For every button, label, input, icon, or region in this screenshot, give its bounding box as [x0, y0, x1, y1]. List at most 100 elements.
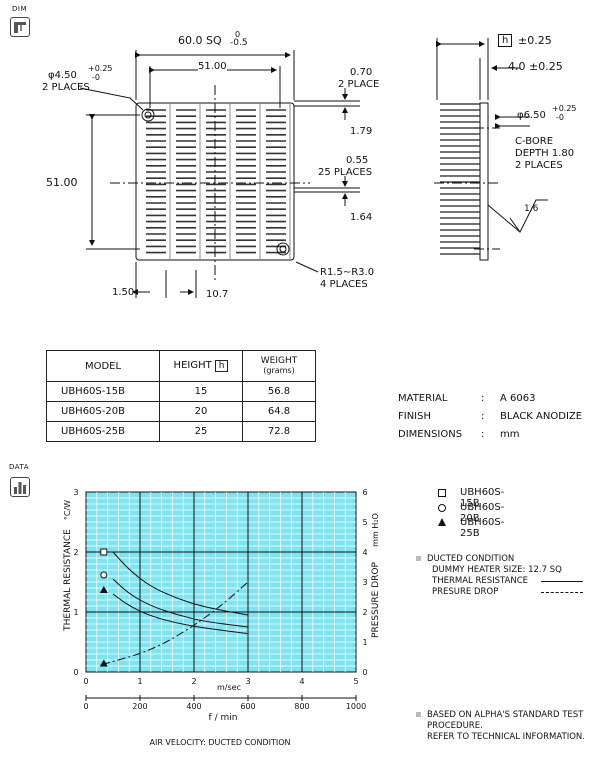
h-box: h: [498, 34, 513, 47]
cbore-tol-lower: -0: [556, 113, 564, 122]
h-tol: ±0.25: [518, 34, 552, 47]
hole-dia: φ4.50: [48, 70, 77, 81]
cell-weight: 56.8: [242, 381, 316, 402]
cbore-line3: 2 PLACES: [515, 160, 563, 171]
overall-tol-lower: -0.5: [230, 38, 248, 48]
x2-tick-label: 600: [240, 702, 255, 711]
x-axis-label: m/sec: [217, 683, 241, 692]
y2-tick-label: 4: [362, 548, 367, 557]
heatsink-drawing: [79, 38, 548, 298]
y2-tick-label: 3: [362, 578, 367, 587]
heater-size: DUMMY HEATER SIZE: 12.7 SQ: [432, 565, 562, 575]
series-line: [112, 551, 249, 616]
finish-label: FINISH: [398, 411, 431, 422]
colon: :: [481, 393, 485, 404]
series-line: [112, 578, 249, 628]
dim-107: 10.7: [206, 289, 229, 300]
x2-tick-label: 0: [83, 702, 88, 711]
note-block: BASED ON ALPHA'S STANDARD TEST PROCEDURE…: [416, 710, 585, 743]
x2-tick-label: 200: [132, 702, 147, 711]
pressure-label: PRESURE DROP: [432, 587, 499, 597]
cell-weight: 72.8: [242, 421, 316, 442]
radius-qty: 4 PLACES: [320, 279, 368, 290]
condition-block: DUCTED CONDITION DUMMY HEATER SIZE: 12.7…: [416, 554, 583, 598]
dashed-line-icon: [541, 592, 583, 593]
hole-qty: 2 PLACES: [42, 82, 90, 93]
x2-axis-label: f / min: [209, 713, 238, 723]
chart-footer: AIR VELOCITY: DUCTED CONDITION: [150, 738, 291, 747]
cbore-tol-upper: +0.25: [552, 104, 577, 113]
y2-tick-label: 6: [362, 488, 367, 497]
dim-070-qty: 2 PLACE: [338, 79, 380, 90]
y2-tick-label: 2: [362, 608, 367, 617]
circle-marker: [100, 571, 108, 579]
dim-150: 1.50: [112, 287, 135, 298]
bullet-icon: [416, 556, 421, 561]
cbore-dia: φ6.50: [517, 110, 546, 121]
mount-hole: [141, 108, 155, 122]
note-line: PROCEDURE.: [427, 721, 483, 731]
y2-axis-label: PRESSURE DROP: [371, 561, 381, 637]
x-tick-label: 1: [137, 677, 142, 686]
x2-tick-label: 1000: [346, 702, 366, 711]
side-fins: [440, 103, 480, 255]
dim-badge-label: DIM: [12, 5, 27, 13]
y-axis-label: THERMAL RESISTANCE: [63, 529, 73, 632]
dim-179: 1.79: [350, 126, 373, 137]
dim-055-qty: 25 PLACES: [318, 167, 373, 178]
cbore-line2: DEPTH 1.80: [515, 148, 575, 159]
circle-marker-icon: [438, 504, 446, 512]
colon: :: [481, 411, 485, 422]
y2-tick-label: 1: [362, 638, 367, 647]
x-tick-label: 2: [191, 677, 196, 686]
note-line: BASED ON ALPHA'S STANDARD TEST: [427, 710, 584, 720]
table-row: UBH60S-25B 25 72.8: [46, 421, 316, 442]
square-marker: [100, 548, 108, 556]
x-tick-label: 4: [299, 677, 304, 686]
y2-axis-unit: mm H₂O: [371, 513, 380, 547]
material-value: A 6063: [500, 393, 536, 404]
dimensions-value: mm: [500, 429, 520, 440]
legend-label: UBH60S-20B: [460, 502, 505, 524]
cell-model: UBH60S-20B: [46, 401, 160, 422]
overall-size: 60.0 SQ: [178, 34, 222, 47]
header-weight: WEIGHT(grams): [242, 350, 316, 382]
hole-tol-upper: +0.25: [88, 64, 113, 73]
dim-40: 4.0 ±0.25: [508, 60, 563, 73]
cell-height: 15: [159, 381, 243, 402]
y-axis-unit: °C/W: [63, 500, 72, 520]
finish-value: BLACK ANODIZE: [500, 411, 583, 422]
radius-dim: R1.5∼R3.0: [320, 267, 375, 278]
table-row: UBH60S-15B 15 56.8: [46, 381, 316, 402]
y2-tick-label: 5: [362, 518, 367, 527]
table-row: UBH60S-20B 20 64.8: [46, 401, 316, 422]
material-label: MATERIAL: [398, 393, 448, 404]
y-tick-label: 2: [73, 548, 78, 557]
note-line: REFER TO TECHNICAL INFORMATION.: [427, 732, 585, 742]
x-tick-label: 3: [245, 677, 250, 686]
triangle-marker: [99, 586, 108, 593]
legend-label: UBH60S-15B: [460, 487, 505, 509]
legend-label: UBH60S-25B: [460, 517, 505, 539]
colon: :: [481, 429, 485, 440]
x2-tick-label: 400: [186, 702, 201, 711]
series-line: [112, 593, 249, 635]
mount-hole: [276, 242, 290, 256]
cell-model: UBH60S-15B: [46, 381, 160, 402]
y2-tick-label: 0: [362, 668, 367, 677]
bar-chart-icon: [10, 477, 30, 497]
fin-grid: [146, 104, 291, 259]
caliper-icon: [10, 17, 30, 37]
dimensions-label: DIMENSIONS: [398, 429, 463, 440]
cell-height: 25: [159, 421, 243, 442]
width-dim: 51.00: [198, 61, 227, 72]
solid-line-icon: [541, 581, 583, 582]
hole-tol-lower: -0: [92, 73, 100, 82]
bullet-icon: [416, 712, 421, 717]
thermal-label: THERMAL RESISTANCE: [432, 576, 529, 586]
triangle-marker: [99, 659, 108, 667]
data-badge-label: DATA: [9, 463, 30, 471]
